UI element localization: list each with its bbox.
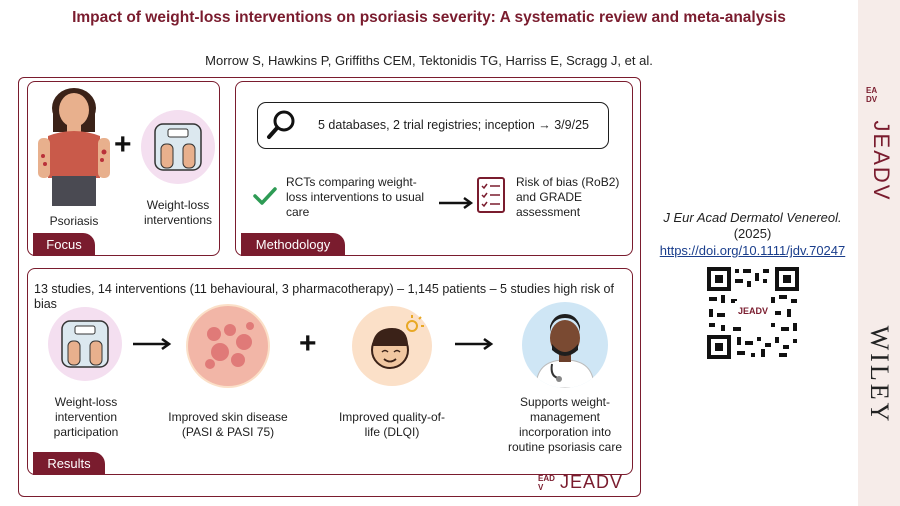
doctor-icon — [522, 302, 608, 388]
result-item3-line2: life (DLQI) — [364, 425, 420, 439]
arrow-right-icon-2 — [132, 337, 172, 351]
rct-text-2: loss interventions to usual — [286, 190, 425, 204]
result-item1-line1: Weight-loss — [54, 395, 118, 409]
result-item2-line2: (PASI & PASI 75) — [181, 425, 275, 439]
rob-text-1: Risk of bias (RoB2) — [516, 175, 620, 189]
citation-year: (2025) — [733, 226, 772, 241]
search-icon — [264, 108, 298, 142]
focus-tag: Focus — [33, 233, 95, 256]
doi-link[interactable]: https://doi.org/10.1111/jdv.70247 — [659, 243, 846, 258]
journal-name: J Eur Acad Dermatol Venereol. — [663, 210, 842, 225]
qr-code[interactable]: JEADV — [705, 265, 801, 361]
skin-lesion-icon — [186, 304, 270, 388]
scale-icon — [141, 110, 215, 184]
results-tag: Results — [33, 452, 105, 475]
results-summary: 13 studies, 14 interventions (11 behavio… — [34, 282, 614, 311]
side-logo-mark: EADV — [866, 86, 878, 104]
search-text: 5 databases, 2 trial registries; incepti… — [318, 118, 589, 132]
psoriasis-illustration — [34, 86, 114, 210]
check-icon — [252, 185, 278, 207]
result-item4-line2: management — [529, 410, 601, 424]
results-plus: + — [299, 327, 317, 360]
rob-text-2: and GRADE — [516, 190, 583, 204]
side-logo-text: JEADV — [869, 120, 894, 202]
footer-logo-mark: EADV — [538, 474, 555, 492]
wiley-logo: WILEY — [865, 325, 894, 425]
main-frame — [18, 77, 641, 497]
rct-text-3: care — [286, 205, 310, 219]
focus-plus: + — [114, 128, 132, 161]
right-strip — [858, 0, 900, 506]
result-item4-line3: incorporation into — [518, 425, 612, 439]
arrow-right-icon — [438, 196, 474, 210]
checklist-icon — [476, 176, 506, 214]
side-jeadv-logo: EADV JEADV — [858, 82, 900, 212]
result-item3-line1: Improved quality-of- — [338, 410, 446, 424]
methodology-tag: Methodology — [241, 233, 345, 256]
arrow-right-icon-3 — [454, 337, 494, 351]
result-item1-line2: intervention — [54, 410, 118, 424]
interventions-label-1: Weight-loss — [146, 198, 210, 212]
authors: Morrow S, Hawkins P, Griffiths CEM, Tekt… — [205, 53, 653, 68]
happy-face-icon — [352, 306, 432, 386]
footer-jeadv-logo: EADV JEADV — [538, 471, 638, 495]
result-item1-line3: participation — [53, 425, 119, 439]
search-box — [257, 102, 609, 149]
footer-logo-text: JEADV — [560, 472, 624, 492]
qr-label: JEADV — [737, 306, 768, 316]
scale-icon-2 — [48, 307, 122, 381]
psoriasis-label: Psoriasis — [49, 214, 99, 228]
result-item4-line1: Supports weight- — [519, 395, 611, 409]
page-title: Impact of weight-loss interventions on p… — [72, 9, 786, 26]
result-item4-line4: routine psoriasis care — [507, 440, 623, 454]
result-item2-line1: Improved skin disease — [168, 410, 288, 424]
rob-text-3: assessment — [516, 205, 581, 219]
rct-text-1: RCTs comparing weight- — [286, 175, 417, 189]
methodology-panel — [235, 81, 633, 256]
interventions-label-2: interventions — [143, 213, 213, 227]
